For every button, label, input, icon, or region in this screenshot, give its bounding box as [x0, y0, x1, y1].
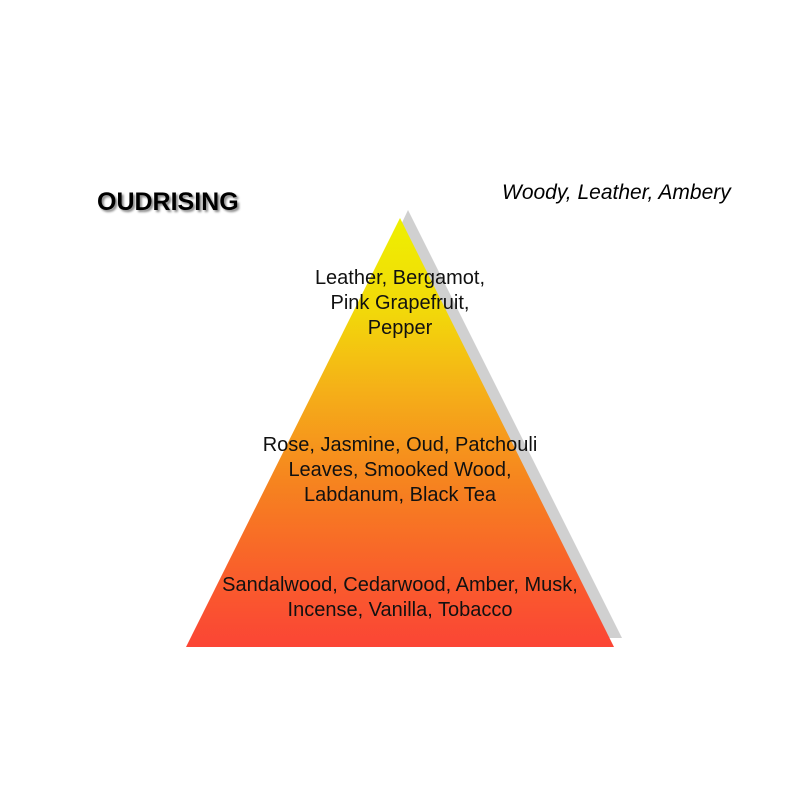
top-notes-line: Pepper [367, 317, 433, 339]
heart-notes-line: Leaves, Smooked Wood, [288, 459, 512, 481]
accords-label: Woody, Leather, Ambery [502, 181, 731, 204]
heart-notes: Rose, Jasmine, Oud, Patchouli Leaves, Sm… [180, 433, 620, 508]
top-notes-line: Leather, Bergamot, [314, 267, 486, 289]
base-notes-line: Sandalwood, Cedarwood, Amber, Musk, [222, 574, 578, 596]
pyramid-triangle [186, 218, 614, 647]
fragrance-title: OUDRISING [97, 188, 239, 216]
heart-notes-line: Rose, Jasmine, Oud, Patchouli [262, 434, 538, 456]
top-notes-line: Pink Grapefruit, [330, 292, 470, 314]
top-notes: Leather, Bergamot, Pink Grapefruit, Pepp… [180, 266, 620, 341]
heart-notes-line: Labdanum, Black Tea [304, 484, 496, 506]
base-notes: Sandalwood, Cedarwood, Amber, Musk, Ince… [180, 573, 620, 623]
base-notes-line: Incense, Vanilla, Tobacco [287, 599, 513, 621]
